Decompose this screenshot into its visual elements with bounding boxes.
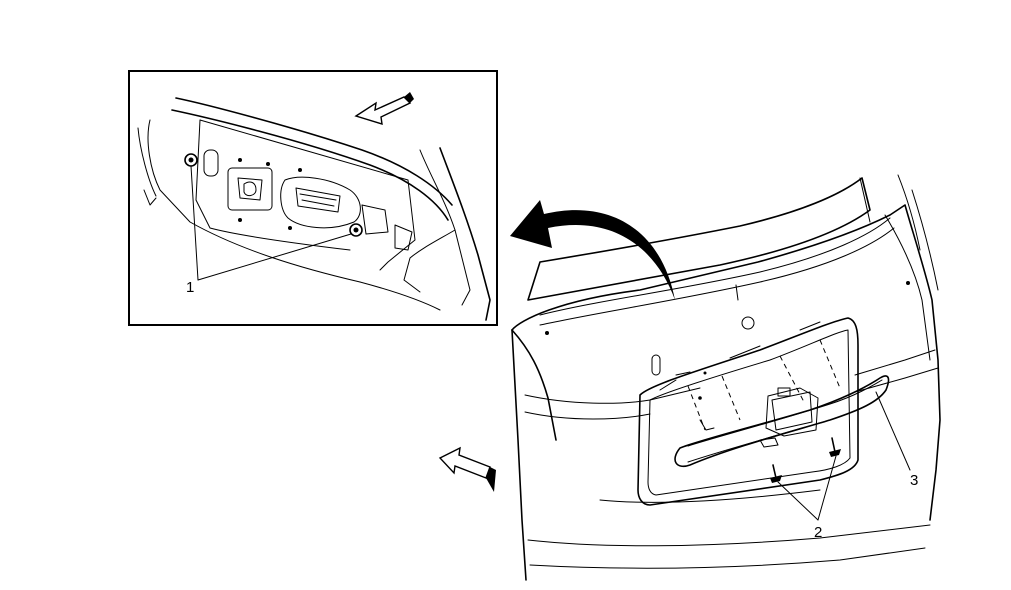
callout-3-label: 3: [910, 472, 918, 489]
callout-2-leader-right: [817, 455, 837, 521]
forward-direction-arrow-icon: [354, 92, 414, 125]
detail-reference-arrow-icon: [510, 200, 675, 300]
callout-2-leader-left: [777, 481, 819, 521]
inner-panel-outline: [137, 97, 491, 321]
callout-1-leader-upper: [190, 165, 199, 281]
liftgate-emblem: [741, 316, 755, 330]
liftgate-exterior: [511, 174, 941, 581]
liftgate-vent-slot: [651, 354, 661, 376]
screw-left-icon: [770, 464, 782, 483]
callout-3-leader: [875, 391, 911, 471]
callout-1-label: 1: [186, 279, 194, 296]
callout-1-leader-lower: [197, 233, 352, 281]
screw-right-icon: [829, 437, 841, 457]
latch-mechanism: [203, 149, 389, 235]
vehicle-front-arrow-icon: [438, 446, 496, 492]
callout-2-label: 2: [814, 524, 822, 541]
nut-lower-icon: [349, 223, 363, 237]
license-plate-recess: [637, 317, 859, 506]
detail-inset: 1: [128, 70, 498, 326]
liftgate-handle: [674, 339, 890, 467]
nut-upper-icon: [184, 153, 198, 167]
